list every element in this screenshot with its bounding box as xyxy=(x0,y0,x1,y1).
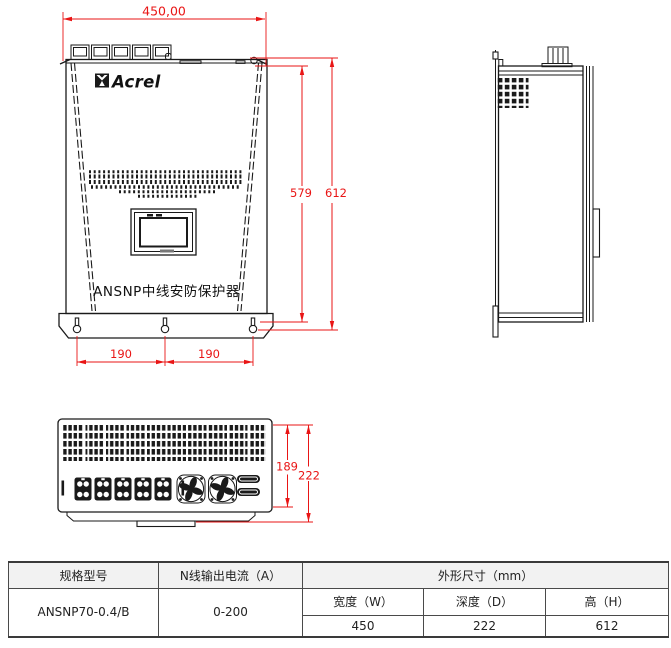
col-header-model: 规格型号 xyxy=(8,561,159,589)
front-vent-grid xyxy=(89,170,242,198)
side-vent-grid xyxy=(497,78,529,108)
product-name-label: ANSNP中线安防保护器 xyxy=(93,284,240,300)
connector-4 xyxy=(134,477,152,501)
cell-model-value: ANSNP70-0.4/B xyxy=(8,587,159,638)
bottom-dimensions: 189 222 xyxy=(196,424,320,523)
front-dimensions: 450,00 579 612 190 190 xyxy=(62,4,347,366)
side-view xyxy=(492,46,601,338)
bottom-bracket xyxy=(66,512,256,528)
cooling-fan-2 xyxy=(208,474,237,504)
cell-n-line-current-value: 0-200 xyxy=(158,587,303,638)
io-slot-2 xyxy=(237,488,260,496)
acrel-brand-text: Acrel xyxy=(110,73,161,92)
connector-5 xyxy=(154,477,172,501)
cell-height-value: 612 xyxy=(544,614,670,638)
mounting-hole-left xyxy=(72,317,82,334)
cooling-fan-1 xyxy=(176,474,206,504)
col-header-outline-dimensions: 外形尺寸（mm） xyxy=(301,561,670,589)
col-header-n-line-current: N线输出电流（A） xyxy=(158,561,303,589)
col-header-width: 宽度（W） xyxy=(302,587,424,616)
dim-label-depth-189: 189 xyxy=(276,460,298,474)
mounting-hole-center xyxy=(160,317,170,334)
acrel-logo: Acrel xyxy=(95,73,161,92)
cell-depth-value: 222 xyxy=(423,614,546,638)
front-view: Acrel ANSNP中线安防保护器 xyxy=(58,44,274,339)
dim-label-hole-spacing-right: 190 xyxy=(198,347,220,361)
dim-label-height-612: 612 xyxy=(325,186,347,200)
dim-label-depth-222: 222 xyxy=(298,469,320,483)
terminal-block-row xyxy=(70,44,172,60)
bottom-view xyxy=(57,418,273,528)
lcd-display xyxy=(130,208,197,256)
connector-2 xyxy=(94,477,112,501)
mounting-hole-right xyxy=(248,317,258,334)
dim-label-height-579: 579 xyxy=(290,186,312,200)
lcd-screen xyxy=(139,217,188,248)
output-connector-row xyxy=(74,477,172,501)
side-cabinet-body xyxy=(497,65,584,323)
connector-1 xyxy=(74,477,92,501)
technical-drawing: Acrel ANSNP中线安防保护器 xyxy=(57,4,601,528)
acrel-logo-mark xyxy=(95,73,109,88)
connector-3 xyxy=(114,477,132,501)
dim-label-hole-spacing-left: 190 xyxy=(110,347,132,361)
mounting-flange xyxy=(58,312,274,339)
mount-foot xyxy=(492,305,499,338)
col-header-depth: 深度（D） xyxy=(423,587,546,616)
bottom-vent-grid xyxy=(63,424,266,461)
top-knob xyxy=(541,46,573,68)
spec-table: 规格型号 N线输出电流（A） 外形尺寸（mm） ANSNP70-0.4/B 0-… xyxy=(8,561,670,638)
bottom-cabinet-body xyxy=(57,418,273,513)
io-slot-1 xyxy=(237,475,260,483)
top-hole xyxy=(250,56,258,65)
col-header-height: 高（H） xyxy=(544,587,670,616)
door-handle xyxy=(592,208,601,258)
dim-label-width-450: 450,00 xyxy=(142,4,186,19)
cell-width-value: 450 xyxy=(302,614,424,638)
